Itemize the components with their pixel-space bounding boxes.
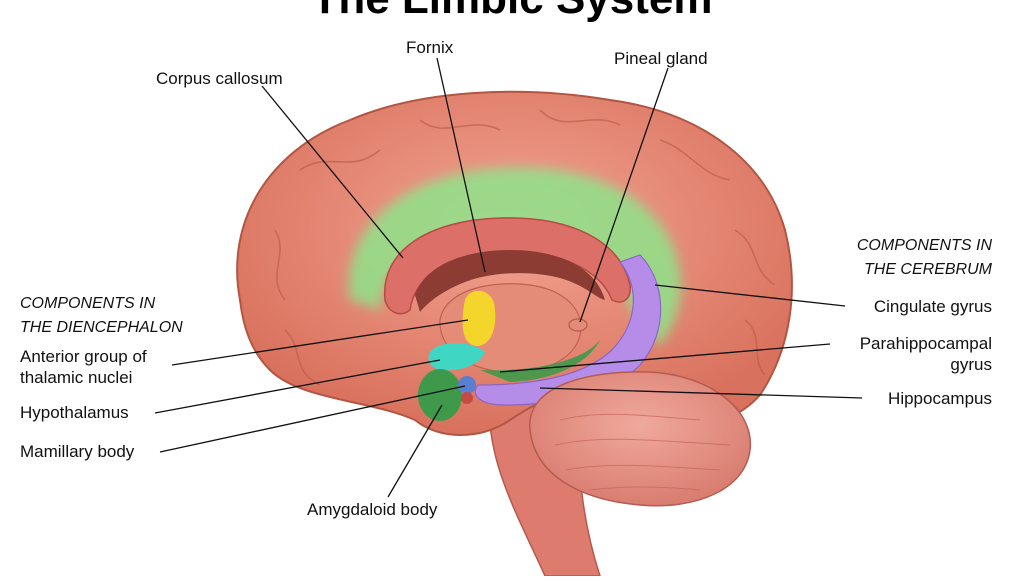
section-diencephalon-line1: COMPONENTS IN	[20, 295, 156, 312]
fornix	[415, 250, 605, 312]
label-parahippocampal-line2: gyrus	[950, 355, 992, 374]
label-anterior-thalamic-line2: thalamic nuclei	[20, 368, 133, 387]
diagram-title: The Limbic System	[0, 0, 1024, 24]
label-mamillary-body: Mamillary body	[20, 442, 135, 461]
gyri-texture	[274, 109, 776, 386]
label-fornix: Fornix	[406, 38, 454, 57]
label-hippocampus: Hippocampus	[888, 389, 992, 408]
label-hypothalamus: Hypothalamus	[20, 403, 129, 422]
pineal-gland	[568, 318, 588, 332]
hippocampus	[474, 254, 662, 406]
amygdaloid-body	[418, 369, 462, 421]
mamillary-body	[458, 376, 476, 394]
hypothalamus	[428, 343, 485, 371]
section-diencephalon-line2: THE DIENCEPHALON	[20, 319, 183, 336]
label-amygdaloid-body: Amygdaloid body	[307, 500, 438, 519]
cingulate-gyrus	[348, 167, 681, 345]
label-parahippocampal-line1: Parahippocampal	[859, 334, 992, 353]
section-cerebrum-line1: COMPONENTS IN	[856, 237, 992, 254]
cerebellum-texture	[554, 413, 731, 491]
label-pineal-gland: Pineal gland	[614, 49, 708, 68]
label-anterior-thalamic-line1: Anterior group of	[20, 347, 147, 366]
cerebellum	[529, 371, 752, 507]
corpus-callosum	[384, 217, 631, 315]
label-corpus-callosum: Corpus callosum	[156, 69, 283, 88]
label-cingulate-gyrus: Cingulate gyrus	[873, 297, 992, 316]
leader-lines	[154, 57, 863, 498]
anterior-thalamic-nuclei	[462, 290, 496, 346]
mamillary-body-red	[461, 392, 473, 404]
section-cerebrum-line2: THE CEREBRUM	[863, 261, 992, 278]
